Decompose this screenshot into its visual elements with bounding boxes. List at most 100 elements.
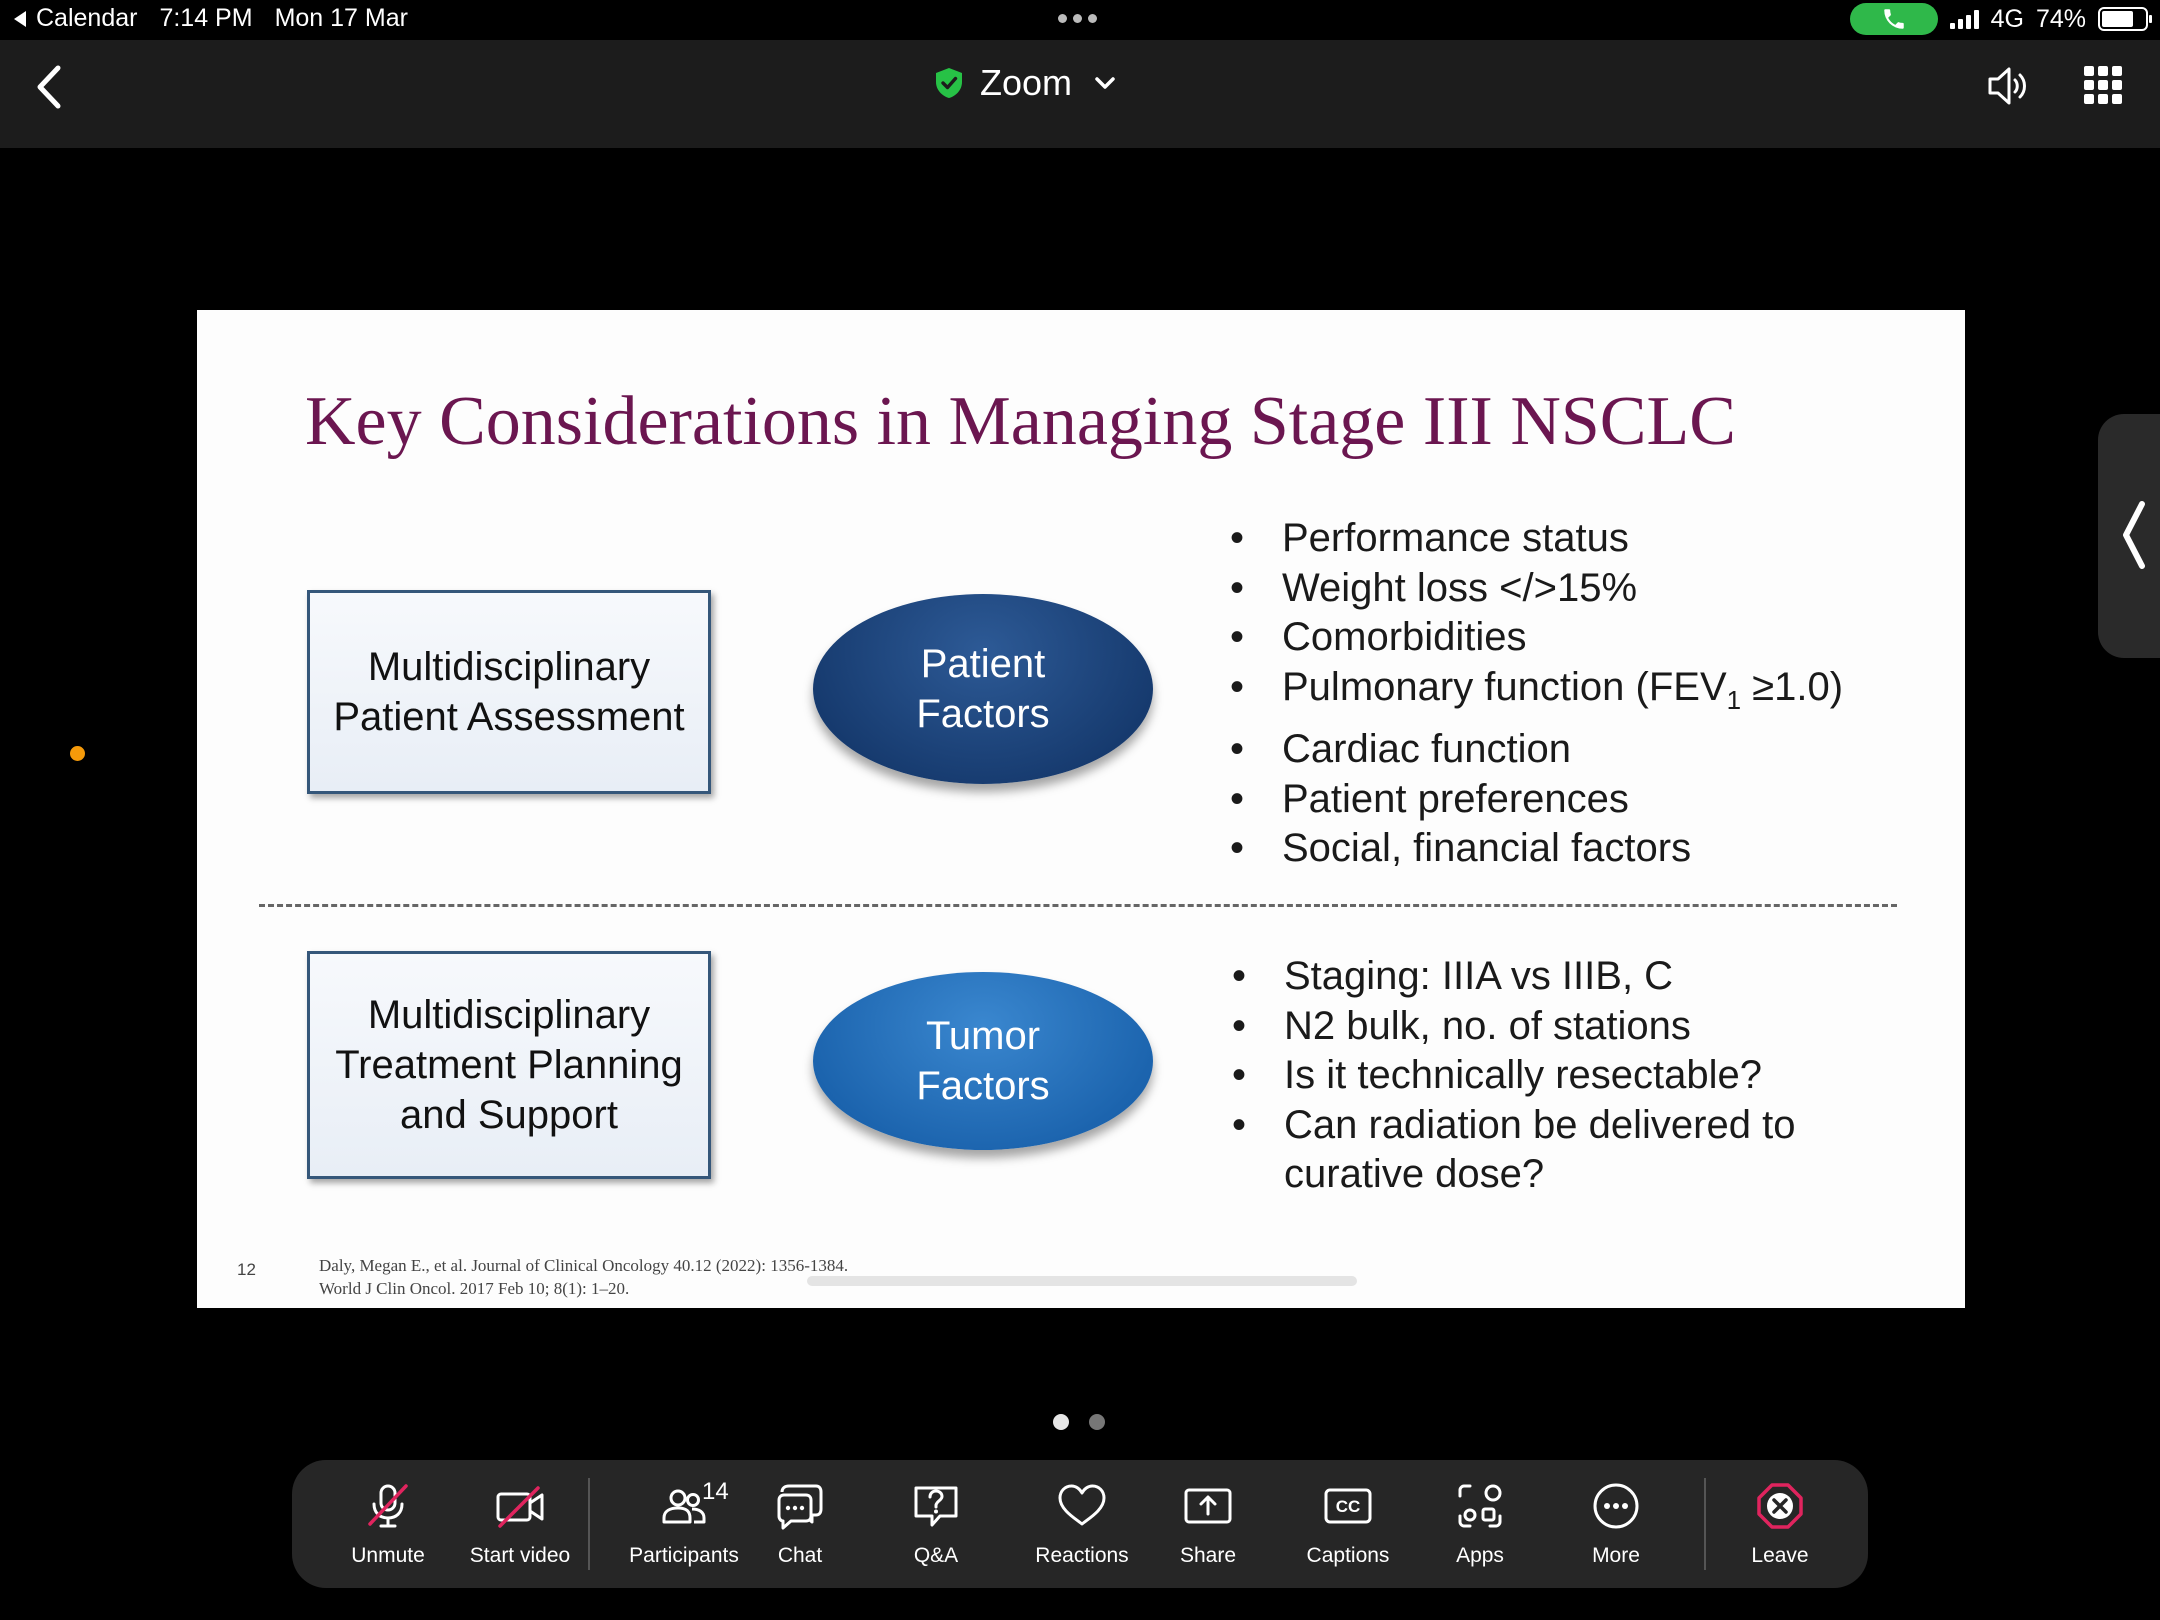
apps-label: Apps (1456, 1544, 1504, 1567)
multitasking-dots[interactable] (1058, 14, 1097, 23)
closed-captions-icon: CC (1324, 1488, 1372, 1524)
list-item: Can radiation be delivered to curative d… (1232, 1101, 1795, 1200)
toolbar-divider (588, 1478, 590, 1570)
list-item: Performance status (1230, 514, 1843, 564)
patient-assessment-box: Multidisciplinary Patient Assessment (307, 590, 711, 794)
mic-in-use-indicator (70, 746, 85, 761)
more-button[interactable]: More (1556, 1460, 1676, 1588)
chat-label: Chat (777, 1544, 823, 1567)
list-item-text: curative dose? (1284, 1152, 1545, 1196)
side-panel-handle[interactable] (2098, 414, 2160, 658)
slide-scroll-indicator (807, 1276, 1357, 1286)
list-item-text: Pulmonary function (FEV (1282, 664, 1727, 709)
list-item-text: ≥1.0) (1741, 664, 1844, 709)
list-item: Pulmonary function (FEV1 ≥1.0) (1230, 663, 1843, 726)
leave-label: Leave (1751, 1544, 1809, 1567)
slide-references: Daly, Megan E., et al. Journal of Clinic… (319, 1254, 848, 1300)
dashed-divider (259, 904, 1897, 907)
list-item-text: Can radiation be delivered to (1284, 1102, 1796, 1147)
back-to-app-button[interactable]: Calendar (12, 4, 137, 33)
qa-label: Q&A (913, 1544, 959, 1567)
oval-text-line: Tumor (925, 1014, 1041, 1058)
oval-text-line: Patient (920, 642, 1046, 686)
reference-line: World J Clin Oncol. 2017 Feb 10; 8(1): 1… (319, 1279, 630, 1298)
slide-title: Key Considerations in Managing Stage III… (305, 383, 1736, 460)
status-time: 7:14 PM (159, 4, 253, 32)
chat-icon (777, 1484, 823, 1530)
captions-button[interactable]: CC Captions (1272, 1460, 1424, 1588)
back-triangle-icon (14, 10, 26, 27)
status-bar: Calendar 7:14 PM Mon 17 Mar 4G 74% (0, 0, 2160, 40)
patient-factors-oval: Patient Factors (813, 594, 1153, 784)
reference-line: Daly, Megan E., et al. Journal of Clinic… (319, 1256, 849, 1275)
tumor-factors-list: Staging: IIIA vs IIIB, C N2 bulk, no. of… (1232, 952, 1795, 1200)
network-type: 4G (1990, 4, 2024, 33)
share-label: Share (1179, 1544, 1237, 1567)
encryption-shield-icon (936, 68, 962, 98)
patient-factors-list: Performance status Weight loss </>15% Co… (1230, 514, 1843, 874)
oval-text-line: Factors (916, 1064, 1050, 1108)
svg-text:CC: CC (1336, 1497, 1361, 1516)
share-button[interactable]: Share (1148, 1460, 1268, 1588)
apps-button[interactable]: Apps (1420, 1460, 1540, 1588)
page-dot-active[interactable] (1053, 1414, 1069, 1430)
box-text-line: Treatment Planning (335, 1043, 683, 1087)
box-text-line: and Support (400, 1093, 618, 1137)
video-off-icon (496, 1486, 544, 1528)
list-item: Cardiac function (1230, 725, 1843, 775)
chevron-left-icon (2123, 501, 2145, 569)
treatment-planning-box: Multidisciplinary Treatment Planning and… (307, 951, 711, 1179)
page-dot[interactable] (1089, 1414, 1105, 1430)
list-item: Patient preferences (1230, 775, 1843, 825)
heart-icon (1058, 1484, 1106, 1526)
chevron-down-icon (1095, 77, 1115, 89)
list-item: Social, financial factors (1230, 824, 1843, 874)
leave-button[interactable]: Leave (1720, 1460, 1840, 1588)
battery-percent: 74% (2035, 4, 2086, 33)
reactions-label: Reactions (1035, 1544, 1129, 1567)
question-bubble-icon (914, 1486, 958, 1527)
status-date: Mon 17 Mar (274, 4, 408, 32)
share-screen-icon (1184, 1488, 1232, 1524)
reactions-button[interactable]: Reactions (1002, 1460, 1162, 1588)
box-text-line: Multidisciplinary (367, 993, 651, 1037)
active-call-pill[interactable] (1849, 3, 1938, 35)
start-video-label: Start video (469, 1544, 571, 1567)
signal-strength-icon (1949, 9, 1979, 29)
meeting-title: Zoom (980, 62, 1073, 103)
leave-meeting-icon (1757, 1483, 1803, 1529)
oval-text-line: Factors (916, 692, 1050, 736)
more-options-icon (1593, 1483, 1639, 1529)
list-item: Staging: IIIA vs IIIB, C (1232, 952, 1795, 1002)
captions-label: Captions (1306, 1544, 1390, 1567)
unmute-button[interactable]: Unmute (320, 1460, 456, 1588)
box-text-line: Patient Assessment (333, 695, 685, 739)
battery-icon (2098, 7, 2152, 31)
box-text-line: Multidisciplinary (367, 645, 651, 689)
participants-button[interactable]: Participants (604, 1460, 764, 1588)
qa-button[interactable]: Q&A (876, 1460, 996, 1588)
chat-button[interactable]: Chat (740, 1460, 860, 1588)
start-video-button[interactable]: Start video (440, 1460, 600, 1588)
participants-count-badge: 14 (702, 1478, 729, 1505)
back-chevron-icon[interactable] (30, 62, 70, 112)
view-grid-icon[interactable] (2084, 66, 2122, 104)
page-indicator[interactable] (1053, 1414, 1105, 1430)
muted-mic-icon (368, 1484, 408, 1528)
slide-number: 12 (237, 1260, 256, 1279)
tumor-factors-oval: Tumor Factors (813, 972, 1153, 1150)
back-app-label: Calendar (36, 4, 138, 32)
unmute-label: Unmute (351, 1544, 425, 1567)
meeting-title-dropdown[interactable]: Zoom (934, 62, 1116, 104)
participants-icon (662, 1489, 706, 1524)
phone-icon (1883, 9, 1904, 29)
list-item: Comorbidities (1230, 613, 1843, 663)
list-item: N2 bulk, no. of stations (1232, 1002, 1795, 1052)
list-item: Is it technically resectable? (1232, 1051, 1795, 1101)
shared-screen-slide: Key Considerations in Managing Stage III… (197, 310, 1965, 1308)
apps-icon (1458, 1484, 1502, 1528)
subscript: 1 (1726, 684, 1742, 715)
more-label: More (1592, 1544, 1640, 1567)
meeting-header: Zoom (0, 40, 2160, 148)
speaker-icon[interactable] (1984, 62, 2032, 110)
